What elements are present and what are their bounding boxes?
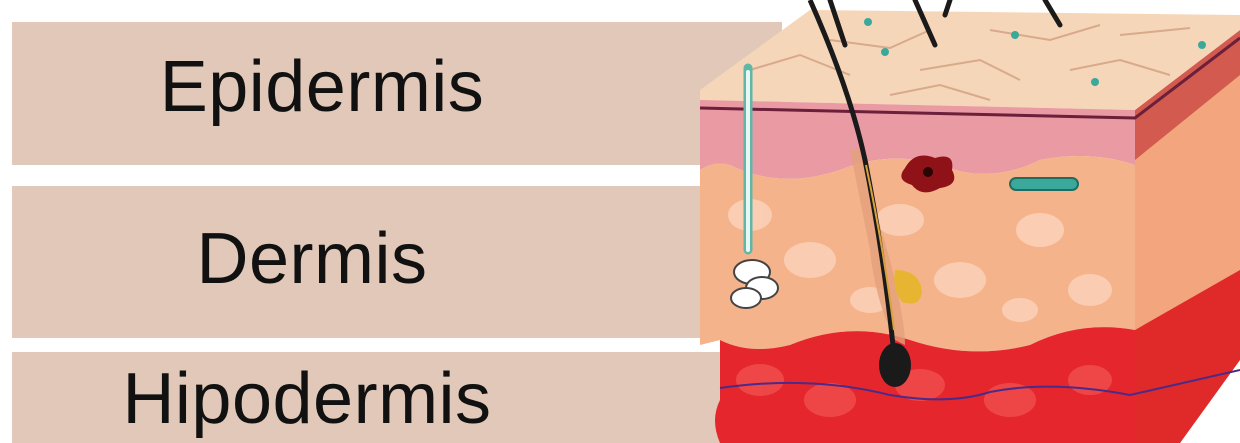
skin-cross-section-illustration (690, 0, 1240, 443)
epidermis-label: Epidermis (160, 51, 485, 123)
capillary (1010, 178, 1078, 190)
hipodermis-label: Hipodermis (122, 363, 491, 435)
dermis-label: Dermis (197, 223, 428, 295)
epidermis-label-band: Epidermis (12, 22, 782, 165)
dermis-label-band: Dermis (12, 186, 752, 338)
nerve-receptor-core (923, 167, 933, 177)
hipodermis-label-band: Hipodermis (12, 352, 742, 443)
